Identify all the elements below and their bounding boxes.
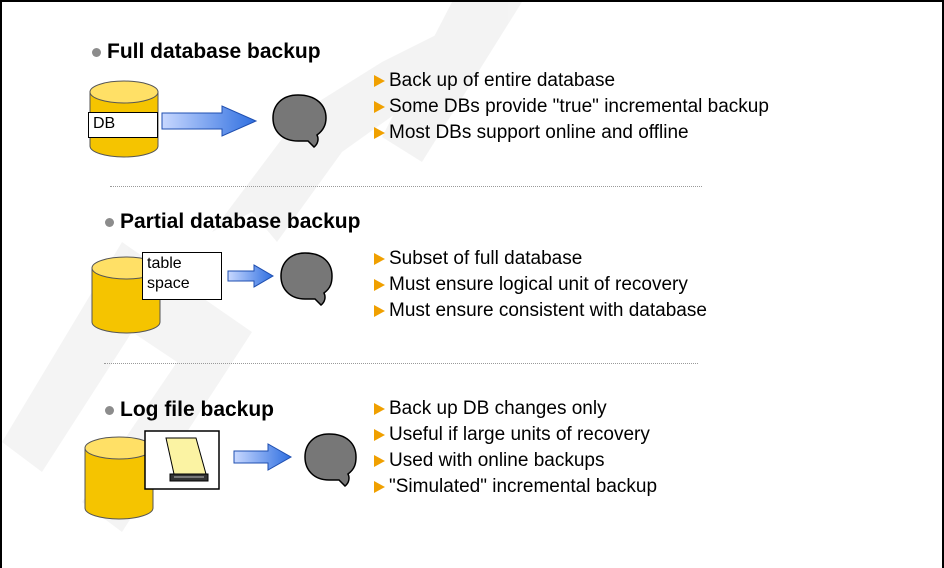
bullet-arrow-icon [374,253,385,265]
table-space-label-line: table [147,255,182,272]
bullet-text: "Simulated" incremental backup [389,476,658,497]
right-arrow-icon [227,264,274,288]
bullet-item: "Simulated" incremental backup [374,474,657,500]
bullet-text: Subset of full database [389,248,583,269]
section-heading-text: Partial database backup [120,210,361,233]
bullet-arrow-icon [374,75,385,87]
bullet-text: Must ensure consistent with database [389,300,707,321]
bullet-list-full-backup: Back up of entire database Some DBs prov… [374,68,769,146]
right-arrow-icon [161,105,258,137]
storage-blob-icon [280,252,333,306]
section-heading-text: Full database backup [107,40,321,63]
section-heading-text: Log file backup [120,398,275,421]
right-arrow-icon [233,443,293,471]
bullet-text: Some DBs provide "true" incremental back… [389,96,769,117]
bullet-item: Used with online backups [374,448,657,474]
bullet-text: Back up of entire database [389,70,616,91]
bullet-text: Must ensure logical unit of recovery [389,274,688,295]
bullet-item: Back up of entire database [374,68,769,94]
bullet-text: Back up DB changes only [389,398,607,419]
bullet-list-log-backup: Back up DB changes only Useful if large … [374,396,657,500]
bullet-item: Useful if large units of recovery [374,422,657,448]
table-space-label-box: table space [142,252,222,300]
bullet-arrow-icon [374,403,385,415]
bullet-item: Most DBs support online and offline [374,120,769,146]
bullet-text: Used with online backups [389,450,605,471]
heading-bullet-dot [92,47,101,57]
bullet-text: Most DBs support online and offline [389,122,689,143]
bullet-item: Subset of full database [374,246,707,272]
bullet-arrow-icon [374,481,385,493]
bullet-text: Useful if large units of recovery [389,424,650,445]
bullet-list-partial-backup: Subset of full database Must ensure logi… [374,246,707,324]
database-cylinder-icon [84,436,154,520]
bullet-arrow-icon [374,127,385,139]
table-space-label-line: space [147,275,190,292]
db-label-box: DB [88,112,158,138]
bullet-arrow-icon [374,305,385,317]
section-heading-partial-backup: Partial database backup [105,210,360,234]
bullet-item: Must ensure logical unit of recovery [374,272,707,298]
bullet-item: Back up DB changes only [374,396,657,422]
heading-bullet-dot [105,405,114,415]
section-divider [104,363,698,364]
section-heading-log-backup: Log file backup [105,398,274,422]
bullet-arrow-icon [374,429,385,441]
heading-bullet-dot [105,217,114,227]
bullet-arrow-icon [374,279,385,291]
bullet-arrow-icon [374,455,385,467]
section-divider [110,186,702,187]
db-label: DB [93,115,116,132]
storage-blob-icon [304,433,357,487]
log-file-icon [144,430,220,490]
section-heading-full-backup: Full database backup [92,40,321,64]
bullet-item: Some DBs provide "true" incremental back… [374,94,769,120]
storage-blob-icon [272,94,327,148]
bullet-arrow-icon [374,101,385,113]
bullet-item: Must ensure consistent with database [374,298,707,324]
